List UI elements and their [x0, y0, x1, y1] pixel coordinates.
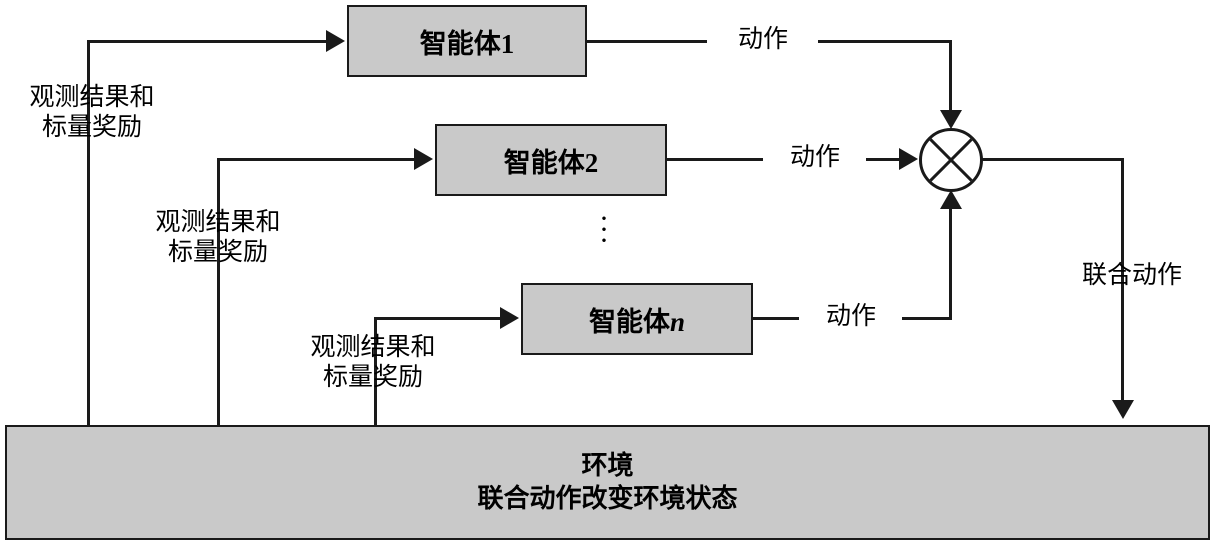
edge-agent1-action-left	[587, 40, 707, 43]
label-joint-action: 联合动作	[1081, 262, 1182, 289]
node-agent-n: 智能体n	[521, 283, 753, 355]
edge-agent2-action-right	[866, 158, 900, 161]
edge-agent1-action-down	[949, 40, 952, 112]
arrowhead-combiner-left	[899, 148, 918, 170]
label-observation-reward-1: 观测结果和 标量奖励	[29, 84, 155, 141]
label-action-n: 动作	[825, 303, 876, 330]
arrowhead-environment-input	[1112, 400, 1134, 419]
arrowhead-combiner-top	[940, 110, 962, 129]
node-environment-subtitle: 联合动作改变环境状态	[477, 483, 738, 513]
node-environment: 环境 联合动作改变环境状态	[5, 425, 1210, 540]
node-environment-title: 环境	[581, 451, 634, 480]
edge-env-to-agentn-vertical	[374, 318, 377, 427]
arrowhead-agent1-input	[326, 30, 345, 52]
arrowhead-agentn-input	[500, 307, 519, 329]
edge-agentn-action-left	[753, 317, 799, 320]
node-agent-n-label: 智能体n	[588, 306, 686, 337]
edge-env-to-agent2-vertical	[217, 159, 220, 427]
edge-env-to-agent1-vertical	[87, 41, 90, 427]
label-action-2: 动作	[789, 144, 840, 171]
edge-env-to-agentn-horizontal	[374, 317, 502, 320]
edge-agentn-action-up	[949, 208, 952, 318]
edge-env-to-agent1-horizontal	[87, 40, 327, 43]
edge-joint-action-vertical	[1121, 158, 1124, 403]
node-joint-action-combiner	[919, 128, 983, 192]
label-observation-reward-n: 观测结果和 标量奖励	[310, 334, 436, 391]
arrowhead-agent2-input	[414, 148, 433, 170]
label-observation-reward-2: 观测结果和 标量奖励	[155, 209, 281, 266]
edge-env-to-agent2-horizontal	[217, 158, 415, 161]
node-agent-n-index: n	[669, 306, 686, 337]
arrowhead-combiner-bottom	[940, 190, 962, 209]
edge-agent1-action-right	[818, 40, 952, 43]
node-agent-2-label: 智能体2	[503, 147, 599, 178]
node-agent-2: 智能体2	[435, 124, 667, 196]
edge-agentn-action-right	[902, 317, 952, 320]
vertical-ellipsis: ···	[599, 202, 609, 257]
node-agent-1: 智能体1	[347, 5, 587, 77]
edge-joint-action-horizontal	[982, 158, 1124, 161]
edge-agent2-action-left	[667, 158, 763, 161]
node-agent-1-label: 智能体1	[419, 28, 515, 59]
label-action-1: 动作	[737, 26, 788, 53]
